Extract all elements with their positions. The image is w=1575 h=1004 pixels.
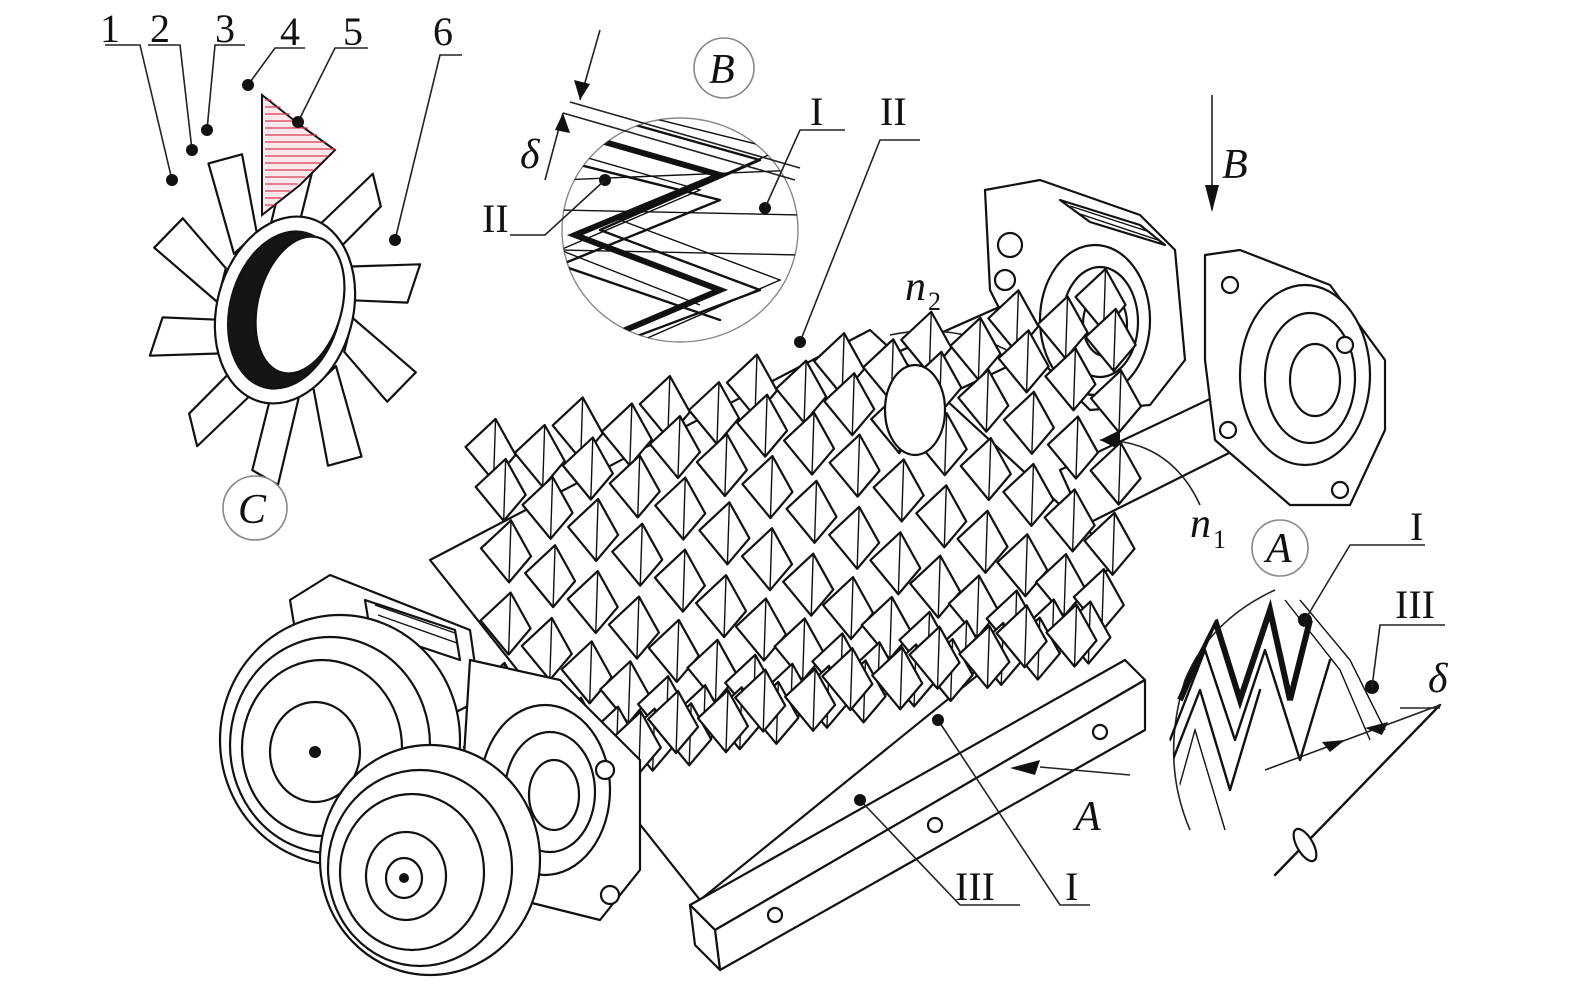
view-a-circle	[1251, 519, 1309, 577]
part-label-4: 4	[280, 9, 300, 54]
rotor-tooth	[474, 457, 527, 523]
rotor-tooth	[1089, 441, 1142, 506]
rotor-tooth	[523, 544, 577, 609]
rotor-tooth	[775, 359, 828, 424]
rotor-tooth	[782, 552, 835, 617]
rotor-tooth	[1002, 390, 1055, 455]
rotor-tooth	[694, 574, 748, 639]
part-label-2: 2	[150, 6, 170, 51]
rotor-tooth	[561, 436, 614, 501]
rotor-tooth	[566, 569, 619, 635]
rotor-tooth	[782, 411, 836, 476]
arrow-a-label: A	[1072, 794, 1101, 840]
disc-tooth	[153, 217, 227, 304]
label-group: 1 2 3 4 5 6 B C A B A δ δ I II II I III …	[100, 6, 1449, 909]
disc-tooth	[251, 391, 301, 486]
part-label-5: 5	[343, 9, 363, 54]
rotor-tooth	[1089, 369, 1143, 434]
rotor-tooth	[828, 433, 881, 498]
rotor-tooth	[654, 476, 707, 541]
rotor-tooth	[995, 604, 1048, 669]
view-b-circle	[693, 37, 755, 99]
b-roman-ii-left-label: II	[482, 196, 509, 241]
rotor-tooth	[785, 479, 838, 544]
rotor-tooth	[1045, 603, 1098, 668]
rotor-tooth	[513, 423, 566, 489]
rotor-tooth	[479, 591, 532, 656]
rotor-tooth	[823, 372, 876, 437]
arrow-b-label: B	[1222, 142, 1248, 188]
delta-b-label: δ	[520, 132, 541, 178]
delta-a-label: δ	[1428, 656, 1449, 702]
main-roman-ii-label: II	[880, 89, 907, 134]
rotor-tooth	[695, 432, 748, 498]
rotor-tooth	[1002, 462, 1055, 528]
rotor-tooth	[646, 689, 700, 755]
rotor-tooth	[611, 522, 664, 587]
part-label-1: 1	[100, 6, 120, 51]
rotor-tooth	[687, 381, 741, 446]
rotor-tooth	[520, 616, 573, 682]
n2-label: n	[905, 264, 926, 310]
rotor-tooth	[740, 527, 794, 592]
rotor-tooth	[957, 368, 1010, 433]
rotor-tooth	[648, 414, 702, 480]
detail-c-cutting-disc	[148, 92, 422, 486]
rotor-tooth	[869, 531, 922, 596]
view-c-circle	[222, 475, 288, 541]
view-b-letter: B	[709, 47, 735, 93]
part-label-3: 3	[215, 6, 235, 51]
detail-a-magnified-view	[1165, 544, 1445, 877]
rotor-tooth	[958, 624, 1011, 690]
rotor-tooth	[1044, 347, 1097, 412]
a-roman-i-label: I	[1410, 504, 1423, 549]
rotor-tooth	[915, 484, 968, 549]
rotor-tooth	[698, 501, 751, 566]
rotor-tooth	[741, 454, 794, 520]
rotor-tooth	[997, 329, 1050, 394]
rotor-tooth	[1083, 511, 1136, 576]
rotor-tooth	[696, 689, 750, 754]
rotor-tooth	[607, 595, 661, 660]
bottom-roman-i-label: I	[1065, 864, 1078, 909]
rotor-tooth	[1043, 488, 1096, 553]
leader-lines	[105, 44, 1219, 906]
a-roman-iii-label: III	[1395, 582, 1435, 627]
rotor-tooth	[821, 647, 874, 712]
rotor-tooth	[783, 667, 837, 732]
rotor-tooth	[1046, 415, 1100, 480]
b-roman-i-label: I	[810, 89, 823, 134]
rotor-tooth	[872, 458, 925, 523]
rotor-tooth	[608, 454, 661, 519]
rotor-tooth	[959, 436, 1012, 502]
view-c-letter: C	[238, 487, 267, 533]
detail-b-magnified-view	[510, 29, 845, 343]
view-a-letter: A	[1263, 526, 1292, 572]
rotor-tooth	[956, 509, 1009, 574]
left-drive-assembly	[218, 573, 642, 977]
disc-tooth	[343, 316, 417, 403]
part-label-6: 6	[433, 9, 453, 54]
bottom-roman-iii-label: III	[955, 864, 995, 909]
rotor-tooth	[521, 475, 574, 540]
rotor-tooth	[828, 505, 881, 570]
n2-subscript: 2	[928, 287, 941, 316]
rotor-tooth	[734, 668, 787, 733]
rotor-tooth	[600, 402, 653, 467]
rotor-tooth	[1084, 307, 1137, 373]
rotor-tooth	[479, 519, 533, 584]
n1-subscript: 1	[1213, 525, 1226, 554]
rotor-tooth	[567, 497, 620, 563]
rotor-tooth	[736, 393, 789, 458]
rotor-tooth	[949, 316, 1002, 381]
rotor-tooth	[908, 625, 961, 690]
stationary-comb-bar	[688, 658, 1147, 972]
rotor-tooth	[1036, 295, 1089, 360]
n1-label: n	[1190, 501, 1211, 547]
rotor-tooth	[871, 646, 924, 711]
rotor-tooth	[653, 548, 706, 613]
